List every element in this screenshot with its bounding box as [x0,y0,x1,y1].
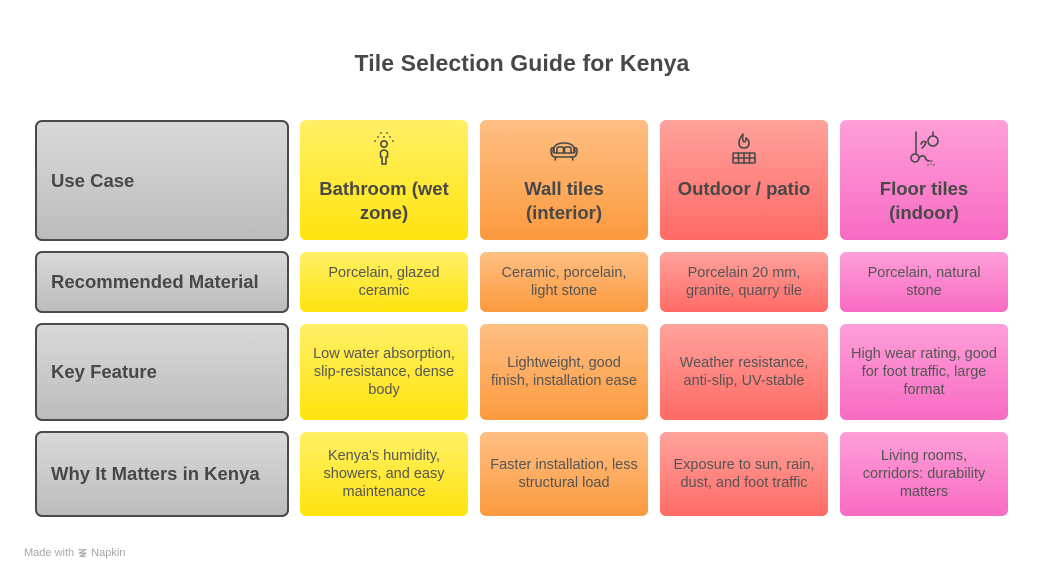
row-label-recommended-material: Recommended Material [35,251,289,313]
cell-feature-bathroom: Low water absorption, slip-resistance, d… [300,324,468,420]
cell-why-bathroom: Kenya's humidity, showers, and easy main… [300,432,468,516]
column-header-wall-tiles: Wall tiles (interior) [480,120,648,240]
row-label-use-case: Use Case [35,120,289,241]
floor-cleaning-icon [910,131,939,166]
sofa-icon [550,142,578,161]
cell-material-outdoor: Porcelain 20 mm, granite, quarry tile [660,252,828,312]
column-heading: Outdoor / patio [677,178,811,199]
made-with-text: Made with [24,547,75,559]
shower-person-icon [374,132,394,165]
column-header-outdoor: Outdoor / patio [660,120,828,240]
cell-feature-outdoor: Weather resistance, anti-slip, UV-stable [660,324,828,420]
column-heading: Bathroom (wet zone) [319,178,449,223]
footer-attribution: Made with Napkin [24,547,125,559]
cell-material-bathroom: Porcelain, glazed ceramic [300,252,468,312]
cell-material-wall-tiles: Ceramic, porcelain, light stone [480,252,648,312]
cell-why-wall-tiles: Faster installation, less structural loa… [480,432,648,516]
column-header-floor-tiles: Floor tiles (indoor) [840,120,1008,240]
napkin-logo-icon [77,548,88,557]
column-heading: Floor tiles (indoor) [879,178,969,223]
napkin-brand-text: Napkin [91,547,126,559]
cell-feature-floor-tiles: High wear rating, good for foot traffic,… [840,324,1008,420]
cell-why-outdoor: Exposure to sun, rain, dust, and foot tr… [660,432,828,516]
cell-feature-wall-tiles: Lightweight, good finish, installation e… [480,324,648,420]
column-heading: Wall tiles (interior) [524,178,604,223]
fire-grill-icon [732,133,756,164]
row-label-why-it-matters: Why It Matters in Kenya [35,431,289,517]
cell-why-floor-tiles: Living rooms, corridors: durability matt… [840,432,1008,516]
page-title: Tile Selection Guide for Kenya [354,50,690,76]
column-header-bathroom: Bathroom (wet zone) [300,120,468,240]
cell-material-floor-tiles: Porcelain, natural stone [840,252,1008,312]
row-label-key-feature: Key Feature [35,323,289,421]
